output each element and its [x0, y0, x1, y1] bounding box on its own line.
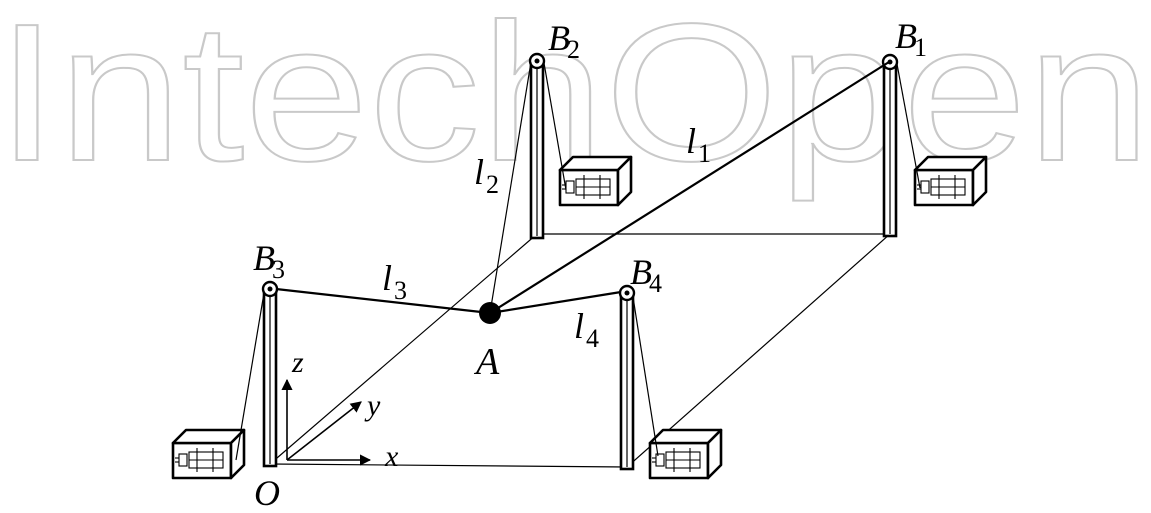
cable-l2 — [489, 61, 532, 314]
label-l4: l4 — [574, 306, 599, 353]
label-l2: l2 — [474, 152, 499, 199]
winch-b1 — [913, 155, 988, 207]
label-a: A — [473, 341, 500, 383]
cable-l4 — [489, 290, 622, 315]
pillar-b4 — [618, 284, 636, 471]
winch-b4 — [648, 428, 723, 480]
label-b1: B1 — [895, 16, 927, 62]
winch-b3 — [171, 428, 246, 480]
label-o: O — [254, 473, 280, 513]
label-z: z — [291, 346, 304, 379]
coordinate-axes — [281, 378, 372, 466]
label-x: x — [384, 440, 399, 473]
pillar-b2 — [528, 52, 546, 240]
label-b4: B4 — [630, 252, 662, 298]
base-frame — [269, 233, 891, 468]
cable-l1 — [489, 61, 890, 314]
label-l1: l1 — [686, 121, 711, 168]
end-effector-a — [479, 302, 501, 324]
label-b2: B2 — [548, 18, 580, 64]
label-y: y — [364, 389, 381, 422]
feeder-cables — [235, 62, 921, 461]
cable-l3 — [275, 287, 491, 315]
pillar-b1 — [881, 53, 899, 238]
cables — [275, 61, 890, 315]
label-l3: l3 — [382, 258, 407, 305]
winch-b2 — [558, 155, 633, 207]
y-axis-arrow — [286, 401, 362, 461]
pillar-b3 — [261, 280, 279, 468]
label-b3: B3 — [253, 238, 285, 284]
